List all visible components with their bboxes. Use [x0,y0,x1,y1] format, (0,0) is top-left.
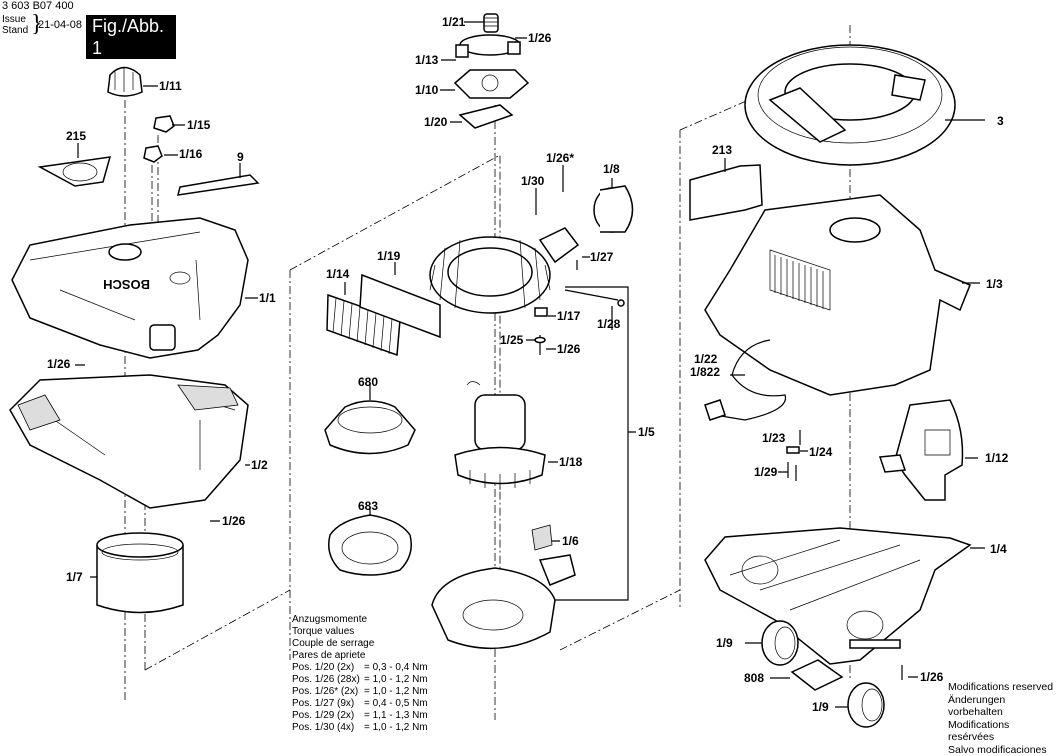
label-1-9: 1/9 [716,637,733,650]
mod-en: Modifications reserved [948,681,1056,694]
label-1-14: 1/14 [326,268,349,281]
part-1-3-motor-head [705,195,970,395]
label-1-822: 1/822 [690,366,720,379]
label-1-13: 1/13 [415,54,438,67]
label-808: 808 [744,672,764,685]
part-1-10-holder [455,70,528,98]
label-1-25: 1/25 [500,334,523,347]
label-1-18: 1/18 [559,456,582,469]
label-1-29: 1/29 [754,466,777,479]
label-1-26: 1/26 [557,343,580,356]
part-fan-housing [432,555,575,648]
svg-text:BOSCH: BOSCH [103,277,150,292]
label-1-17: 1/17 [557,310,580,323]
label-9: 9 [237,151,244,164]
part-1-9-wheel-a [762,621,798,665]
label-1-28: 1/28 [597,318,620,331]
torque-title-es: Pares de apriete [292,650,428,662]
label-1-11: 1/11 [159,80,182,93]
label-1-10: 1/10 [415,84,438,97]
label-1-23: 1/23 [762,432,785,445]
part-1-4-chassis [705,528,970,664]
part-1-8-sleeve [594,186,633,232]
part-683-gasket [329,515,412,575]
part-1-1-top-cover: BOSCH [12,218,248,358]
label-1-26: 1/26 [528,32,551,45]
part-1-6-filter [532,525,552,550]
label-1-19: 1/19 [377,250,400,263]
label-1-7: 1/7 [66,571,83,584]
part-1-2-base-frame [10,375,248,508]
label-1-12: 1/12 [985,452,1008,465]
label-1-30: 1/30 [521,175,544,188]
mod-es: Salvo modificaciones [948,744,1056,756]
part-1-11-knob [108,68,142,97]
part-1-18-motor [455,382,545,491]
label-213: 213 [712,144,732,157]
part-213-label [690,165,762,220]
bracket-1-5 [555,287,628,600]
label-1-26: 1/26 [47,358,70,371]
label-1-6: 1/6 [562,535,579,548]
torque-title-de: Anzugsmomente [292,614,428,626]
part-1-20-board [460,105,512,128]
part-1-7-sleeve [97,533,183,613]
label-1-8: 1/8 [603,163,620,176]
modifications-note: Modifications reserved Änderungen vorbeh… [948,681,1056,756]
label-1-2: 1/2 [251,459,268,472]
part-215-label [40,157,110,186]
part-680-filter-cap [325,401,415,454]
mod-fr: Modifications resérvées [948,719,1056,744]
part-1-13-ring [456,35,520,57]
part-1-29-screws [788,462,796,481]
label-1-3: 1/3 [986,278,1003,291]
part-1-12-handle [880,400,963,500]
label-683: 683 [358,500,378,513]
label-1-15: 1/15 [187,119,210,132]
mod-de: Änderungen vorbehalten [948,694,1056,719]
label-1-1: 1/1 [259,292,276,305]
part-1-16-cap [144,146,162,162]
label-1-9: 1/9 [812,701,829,714]
part-motor-housing [430,228,578,313]
torque-row: Pos. 1/30 (4x)= 1,0 - 1,2 Nm [292,722,428,734]
torque-row: Pos. 1/20 (2x)= 0,3 - 0,4 Nm [292,662,428,674]
label-1-4: 1/4 [990,543,1007,556]
torque-title-en: Torque values [292,626,428,638]
torque-row: Pos. 1/26* (2x)= 1,0 - 1,2 Nm [292,686,428,698]
exploded-diagram: BOSCH [0,0,1056,734]
label-1-26-star: 1/26* [546,152,574,165]
label-215: 215 [66,130,86,143]
part-1-24-clip [787,447,799,453]
label-1-21: 1/21 [442,16,465,29]
torque-title-fr: Couple de serrage [292,638,428,650]
label-1-26: 1/26 [222,515,245,528]
label-680: 680 [358,376,378,389]
part-808-label [792,660,842,690]
label-3: 3 [997,115,1004,128]
torque-row: Pos. 1/26 (28x)= 1,0 - 1,2 Nm [292,674,428,686]
label-1-5: 1/5 [638,426,655,439]
label-1-20: 1/20 [424,116,447,129]
label-1-26: 1/26 [920,671,943,684]
part-1-9-wheel-b [848,683,884,727]
label-1-16: 1/16 [179,148,202,161]
torque-values-table: Anzugsmomente Torque values Couple de se… [292,614,428,734]
torque-row: Pos. 1/27 (9x)= 0,4 - 0,5 Nm [292,698,428,710]
part-9-label [178,175,258,195]
label-1-24: 1/24 [809,446,832,459]
part-3-hose [745,45,955,165]
torque-row: Pos. 1/29 (2x)= 1,1 - 1,3 Nm [292,710,428,722]
part-1-21-spring [484,14,498,32]
part-1-15-cap [154,116,174,132]
label-1-27: 1/27 [590,251,613,264]
